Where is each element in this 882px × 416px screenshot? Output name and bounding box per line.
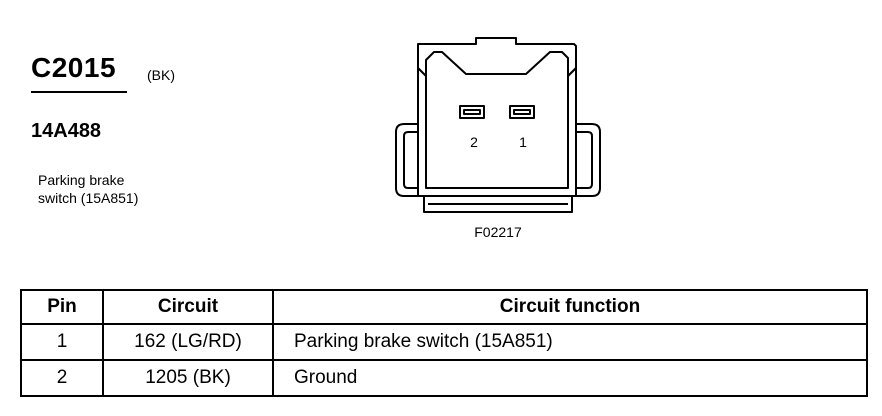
- connector-latch-flange-right: [576, 123, 601, 197]
- pin-circuit-table: Pin Circuit Circuit function 1 162 (LG/R…: [20, 289, 868, 397]
- description-line-1: Parking brake: [38, 172, 125, 188]
- connector-color: (BK): [147, 67, 175, 83]
- description-line-2: switch (15A851): [38, 190, 139, 206]
- header-circuit: Circuit: [102, 289, 274, 325]
- table-header-row: Pin Circuit Circuit function: [20, 289, 868, 325]
- connector-bottom-tab: [423, 196, 573, 213]
- pin-label-2: 2: [470, 134, 478, 150]
- header-pin: Pin: [20, 289, 104, 325]
- connector-latch-flange: [395, 123, 418, 197]
- connector-inner-shell: [425, 51, 569, 189]
- table-row: 2 1205 (BK) Ground: [20, 359, 868, 397]
- pin-label-1: 1: [519, 134, 527, 150]
- component-description: Parking brake switch (15A851): [38, 171, 138, 207]
- figure-number: F02217: [474, 224, 522, 240]
- cell-circuit: 162 (LG/RD): [102, 323, 274, 361]
- pin-cavity-2-inner: [463, 109, 481, 115]
- cell-circuit: 1205 (BK): [102, 359, 274, 397]
- header-circuit-function: Circuit function: [272, 289, 868, 325]
- part-number: 14A488: [31, 120, 102, 142]
- corner-line-left: [417, 67, 427, 77]
- title-underline: [31, 91, 127, 93]
- pin-cavity-1-inner: [513, 109, 531, 115]
- cell-pin: 1: [20, 323, 104, 361]
- table-row: 1 162 (LG/RD) Parking brake switch (15A8…: [20, 323, 868, 361]
- connector-face-diagram: 2 1 F02217: [395, 37, 601, 240]
- cell-circuit-function: Ground: [272, 359, 868, 397]
- pin-cavity-1: [509, 105, 535, 119]
- connector-latch-inner-right: [576, 131, 593, 189]
- connector-outer-shell: [417, 37, 577, 197]
- pin-cavity-2: [459, 105, 485, 119]
- corner-line-right: [567, 67, 577, 77]
- cell-circuit-function: Parking brake switch (15A851): [272, 323, 868, 361]
- cell-pin: 2: [20, 359, 104, 397]
- connector-latch-inner-left: [403, 131, 418, 189]
- connector-id: C2015: [31, 52, 117, 83]
